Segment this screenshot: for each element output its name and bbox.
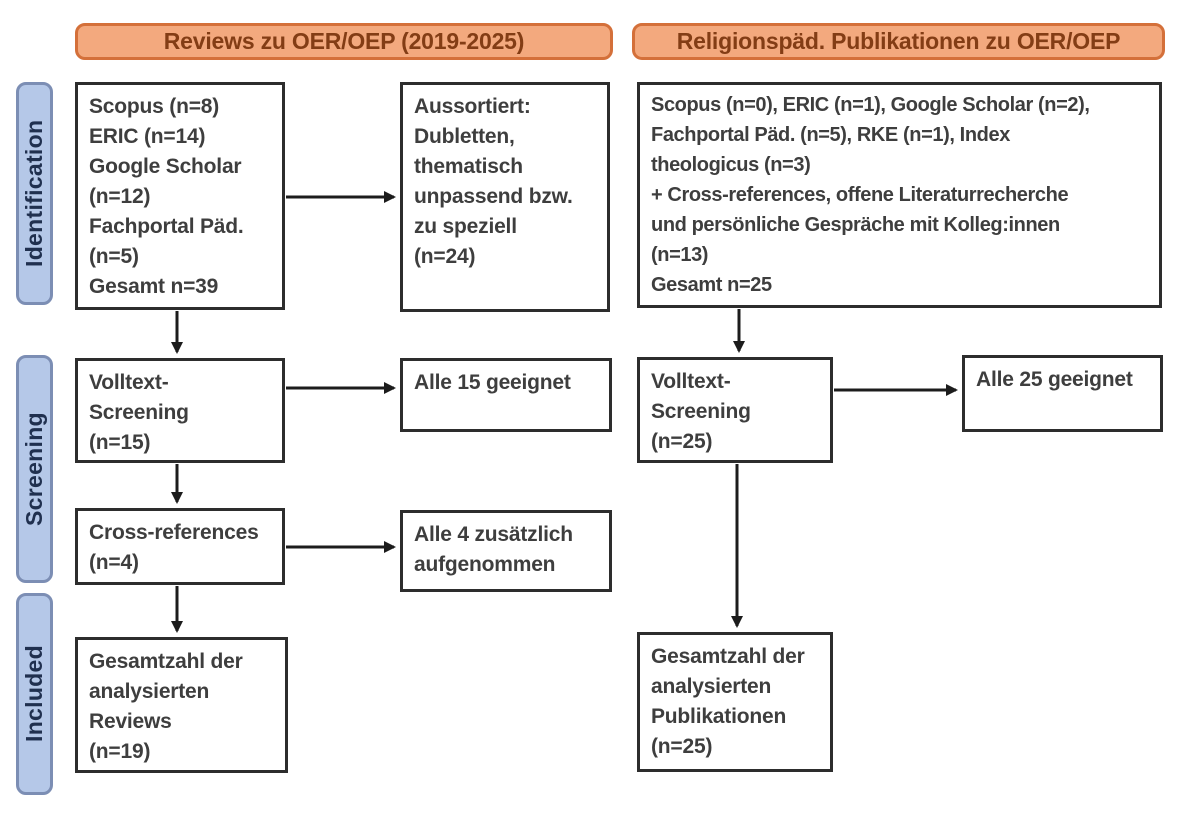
box-publications-sources: Scopus (n=0), ERIC (n=1), Google Scholar… <box>637 82 1162 308</box>
box-reviews-eligible: Alle 15 geeignet <box>400 358 612 432</box>
box-reviews-sources: Scopus (n=8) ERIC (n=14) Google Scholar … <box>75 82 285 310</box>
box-reviews-crossreferences: Cross-references (n=4) <box>75 508 285 585</box>
stage-label-screening: Screening <box>16 355 53 583</box>
box-publications-eligible: Alle 25 geeignet <box>962 355 1163 432</box>
box-reviews-fulltext-screening: Volltext- Screening (n=15) <box>75 358 285 463</box>
column-header-publications: Religionspäd. Publikationen zu OER/OEP <box>632 23 1165 60</box>
stage-label-identification: Identification <box>16 82 53 305</box>
box-publications-fulltext-screening: Volltext- Screening (n=25) <box>637 357 833 463</box>
column-header-reviews: Reviews zu OER/OEP (2019-2025) <box>75 23 613 60</box>
box-reviews-total: Gesamtzahl der analysierten Reviews (n=1… <box>75 637 288 773</box>
box-reviews-added: Alle 4 zusätzlich aufgenommen <box>400 510 612 592</box>
stage-label-included: Included <box>16 593 53 795</box>
box-publications-total: Gesamtzahl der analysierten Publikatione… <box>637 632 833 772</box>
box-reviews-excluded: Aussortiert: Dubletten, thematisch unpas… <box>400 82 610 312</box>
